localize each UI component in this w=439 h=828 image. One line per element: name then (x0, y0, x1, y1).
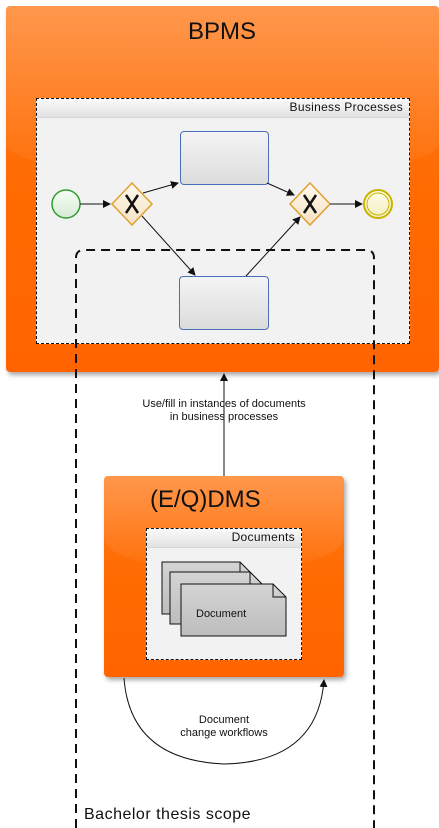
scope-boundary (75, 249, 375, 828)
document-stack-icon (161, 561, 287, 637)
workflow-label-line2: change workflows (180, 727, 268, 739)
document-label: Document (196, 608, 247, 620)
documents-label: Documents (231, 530, 295, 544)
workflow-label-line1: Document (198, 714, 250, 726)
exclusive-gateway-split-icon (110, 181, 154, 227)
task-top (180, 131, 269, 185)
business-processes-header: Business Processes (37, 99, 409, 118)
scope-label: Bachelor thesis scope (84, 806, 252, 823)
end-event-icon (363, 189, 393, 219)
dms-title: (E/Q)DMS (150, 486, 261, 513)
task-bottom (179, 276, 269, 330)
start-event-icon (51, 189, 81, 219)
business-processes-label: Business Processes (289, 100, 403, 114)
bpms-title: BPMS (188, 18, 257, 45)
use-fill-label-line1: Use/fill in instances of documents (142, 398, 306, 410)
documents-header: Documents (147, 529, 301, 548)
workflow-arc (123, 677, 328, 765)
use-fill-label-line2: in business processes (169, 411, 279, 423)
exclusive-gateway-join-icon (288, 181, 332, 227)
